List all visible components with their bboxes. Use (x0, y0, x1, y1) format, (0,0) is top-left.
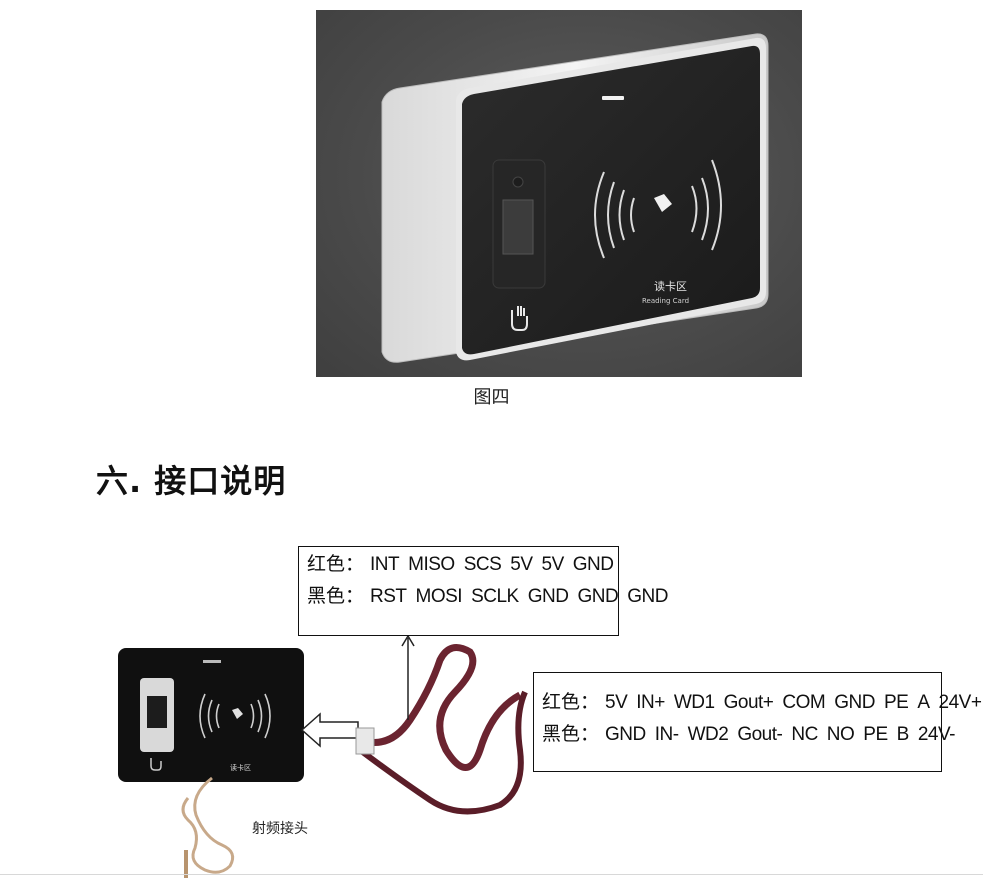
rf-cable (181, 776, 235, 874)
device-render-figure: 读卡区 Reading Card (316, 10, 802, 377)
pinout-row-red: 红色：INT MISO SCS 5V 5V GND (307, 549, 614, 581)
pin: PE (863, 724, 888, 745)
pin: GND (605, 724, 646, 745)
panel-text-cn: 读卡区 (654, 279, 687, 293)
arrow-to-device-icon (300, 712, 359, 748)
pin: 5V (541, 554, 565, 575)
pin: PE (883, 692, 909, 713)
pin: Gout+ (723, 692, 774, 713)
device-rf-waves-icon (199, 693, 271, 739)
pin: Gout- (737, 724, 783, 745)
pin: WD2 (687, 724, 729, 745)
pinout-row-black: 黑色：RST MOSI SCLK GND GND GND (307, 581, 668, 613)
pin: WD1 (673, 692, 715, 713)
panel-text-en: Reading Card (642, 297, 689, 305)
color-label-black: 黑色： (542, 724, 600, 745)
pinout-row-red: 红色：5V IN+ WD1 Gout+ COM GND PE A 24V+ (542, 687, 982, 719)
pin: 5V (510, 554, 533, 575)
hand-icon (511, 306, 528, 331)
pin: 24V- (917, 724, 956, 745)
pin: GND (627, 586, 668, 607)
pointer-arrowhead-icon (401, 634, 415, 647)
pin: INT (370, 554, 400, 575)
pin: SCLK (471, 586, 519, 607)
color-label-black: 黑色： (307, 586, 365, 607)
pin: COM (782, 692, 826, 713)
pin: IN- (654, 724, 679, 745)
ribbon-connector (355, 727, 375, 755)
pin: NC (791, 724, 818, 745)
device-hand-icon (150, 758, 162, 771)
card-logo-icon (654, 194, 672, 212)
wiring-photo: 读卡区 (118, 634, 528, 878)
pin: RST (370, 586, 407, 607)
pin: NO (826, 724, 855, 745)
pin: 5V (605, 692, 628, 713)
figure-caption: 图四 (473, 387, 510, 408)
pin: GND (577, 586, 619, 607)
pin: GND (572, 554, 614, 575)
pin: MOSI (415, 586, 463, 607)
pin: GND (527, 586, 569, 607)
ribbon-cable (358, 644, 522, 771)
rf-waves-icon (594, 159, 722, 259)
device-render-svg: 读卡区 Reading Card (381, 33, 769, 363)
pin: A (917, 692, 930, 713)
pin: 24V+ (938, 692, 982, 713)
page-divider (0, 874, 983, 875)
rf-connector-label: 射频接头 (252, 821, 308, 837)
pin: SCS (463, 554, 502, 575)
pin: MISO (408, 554, 455, 575)
ribbon-cable-2 (358, 690, 528, 815)
pin: B (896, 724, 910, 745)
device-panel-text: 读卡区 (230, 763, 251, 772)
color-label-red: 红色： (307, 554, 365, 575)
reader-device: 读卡区 (118, 648, 304, 782)
device-card-logo-icon (232, 708, 243, 719)
pinout-row-black: 黑色：GND IN- WD2 Gout- NC NO PE B 24V- (542, 719, 955, 751)
pin: GND (834, 692, 875, 713)
pin: IN+ (636, 692, 665, 713)
section-heading: 六. 接口说明 (96, 462, 287, 500)
color-label-red: 红色： (542, 692, 600, 713)
